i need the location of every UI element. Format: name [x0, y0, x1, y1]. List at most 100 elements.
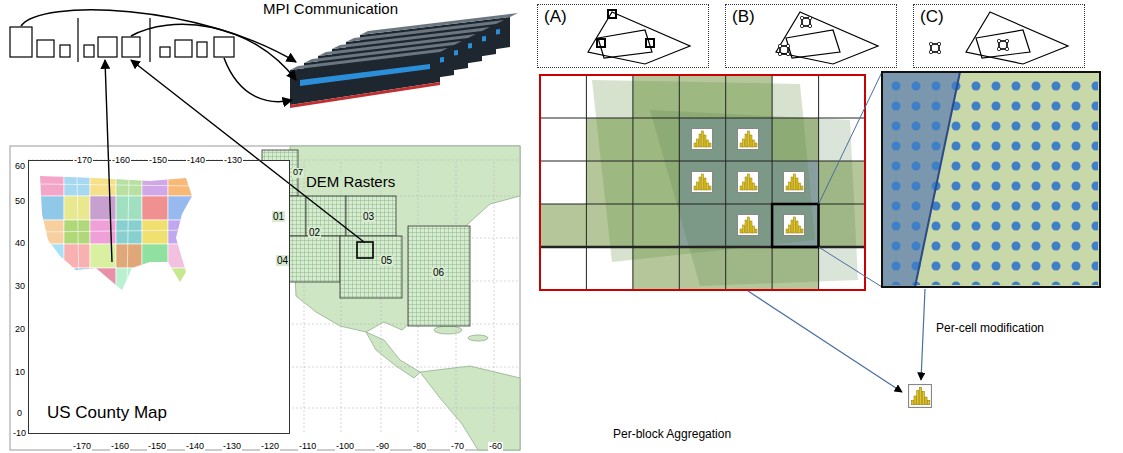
- partition-boxes-part: [122, 37, 140, 57]
- step-label: Per-cell modification: [935, 322, 1045, 335]
- dem-map-part: [357, 242, 373, 258]
- partition-arrow: [105, 60, 364, 262]
- block-marker-part: [608, 10, 616, 18]
- axis-label-holder: -60: [488, 435, 503, 453]
- axis-label-holder: 10: [14, 361, 26, 379]
- dem-map-part: [28, 160, 290, 434]
- raster-grid: [540, 75, 865, 290]
- us-county-map-part: [38, 196, 64, 220]
- cell-marker-part: [800, 16, 811, 27]
- histogram-icon: [909, 385, 932, 408]
- tile-number: 01: [272, 211, 285, 222]
- step-label-holder: Per-cell modification: [935, 318, 1045, 336]
- us-county-map-part: [64, 196, 90, 220]
- dem-map: [10, 146, 520, 450]
- us-county-map-part: [116, 220, 142, 244]
- us-county-map: [38, 172, 194, 292]
- raster-grid-part: [738, 129, 759, 150]
- dem-map-part-part: [494, 162, 495, 434]
- axis-label: -140: [186, 156, 206, 166]
- us-county-map-part: [90, 172, 116, 196]
- partition-boxes-part: [175, 40, 192, 57]
- axis-label-holder: 50: [14, 190, 26, 208]
- axis-label: -80: [412, 442, 427, 452]
- case-panel: (A): [537, 4, 709, 68]
- axis-label: 10: [14, 368, 26, 378]
- us-county-map-part: [168, 220, 194, 244]
- cluster-picture-part-part: [290, 82, 440, 108]
- mpi-arrow: [21, 10, 296, 102]
- axis-label: 50: [14, 197, 26, 207]
- cluster-picture: [290, 13, 518, 108]
- map-title-holder: DEM Rasters: [305, 173, 396, 191]
- polygon-outline-part: [976, 30, 1030, 58]
- us-county-map-part: [142, 244, 168, 268]
- tile-number: 02: [308, 227, 321, 238]
- us-county-map-part: [64, 268, 90, 292]
- partition-boxes-part: [84, 45, 94, 57]
- axis-label-holder: 60: [14, 155, 26, 173]
- axis-label-holder: 40: [14, 232, 26, 250]
- us-county-map-part: [90, 196, 116, 220]
- axis-label-holder: -130: [223, 149, 243, 167]
- axis-label-holder: -110: [298, 435, 317, 453]
- axis-label: -150: [147, 442, 167, 452]
- axis-label: -70: [450, 442, 465, 452]
- tile-number: 05: [380, 255, 393, 266]
- mpi-arrow-part: [131, 24, 296, 80]
- dem-map-part-part: [346, 196, 396, 236]
- panel-title: MPI Communication: [262, 1, 399, 18]
- raster-grid-part: [692, 172, 713, 193]
- node-label: (A): [544, 7, 567, 27]
- axis-label: 60: [14, 162, 26, 172]
- raster-grid-part: [772, 204, 818, 247]
- dem-map-part: [366, 332, 420, 378]
- node-label: US County Map: [47, 403, 167, 423]
- axis-label-holder: 30: [14, 275, 26, 293]
- tile-number: 04: [276, 255, 289, 266]
- us-county-map-part: [127, 172, 129, 292]
- us-county-map-part: [77, 172, 79, 292]
- axis-label: -170: [73, 156, 93, 166]
- axis-label-holder: -120: [260, 435, 280, 453]
- polygon-outline-part: [588, 12, 690, 64]
- node-label: (B): [732, 7, 755, 27]
- axis-label-holder: -140: [185, 435, 205, 453]
- axis-label-holder: -170: [73, 149, 93, 167]
- axis-label-holder: -70: [450, 435, 465, 453]
- axis-label: -110: [298, 442, 317, 452]
- us-county-map-part: [64, 220, 90, 244]
- us-county-map-part: [90, 268, 116, 292]
- partition-boxes-part: [60, 45, 70, 57]
- axis-label-holder: -150: [148, 149, 168, 167]
- dem-map-part-part: [408, 226, 470, 326]
- axis-label: -160: [111, 156, 131, 166]
- axis-label-holder: -170: [72, 435, 92, 453]
- tile-number-holder: 01: [272, 206, 285, 224]
- axis-label-holder: 0: [16, 402, 23, 420]
- zoom-view-part: [882, 72, 1100, 287]
- leader-arrow-part: [921, 289, 925, 380]
- panel-title-holder: MPI Communication: [262, 0, 399, 18]
- raster-grid-part-part: [540, 161, 865, 162]
- axis-label-holder: -140: [186, 149, 206, 167]
- axis-label-holder: -90: [375, 435, 390, 453]
- partition-boxes-part: [197, 42, 207, 57]
- cell-marker: [778, 16, 1008, 55]
- raster-grid-part-part: [586, 75, 587, 290]
- axis-label-holder: -100: [335, 435, 355, 453]
- axis-label: -90: [375, 442, 390, 452]
- axis-label: 0: [16, 409, 23, 419]
- tile-number: 03: [362, 211, 375, 222]
- raster-grid-part: [784, 172, 805, 193]
- partition-divider-part: [77, 18, 78, 62]
- dem-map-part-part: [340, 236, 402, 298]
- us-county-map-part: [38, 268, 64, 292]
- axis-label: -140: [185, 442, 205, 452]
- raster-grid-part-part: [679, 75, 680, 290]
- axis-label: -150: [148, 156, 168, 166]
- us-county-map-part: [90, 220, 116, 244]
- zoom-view-part: [882, 72, 1100, 287]
- polygon-outline-part: [966, 12, 1068, 64]
- dem-map-part: [434, 326, 462, 334]
